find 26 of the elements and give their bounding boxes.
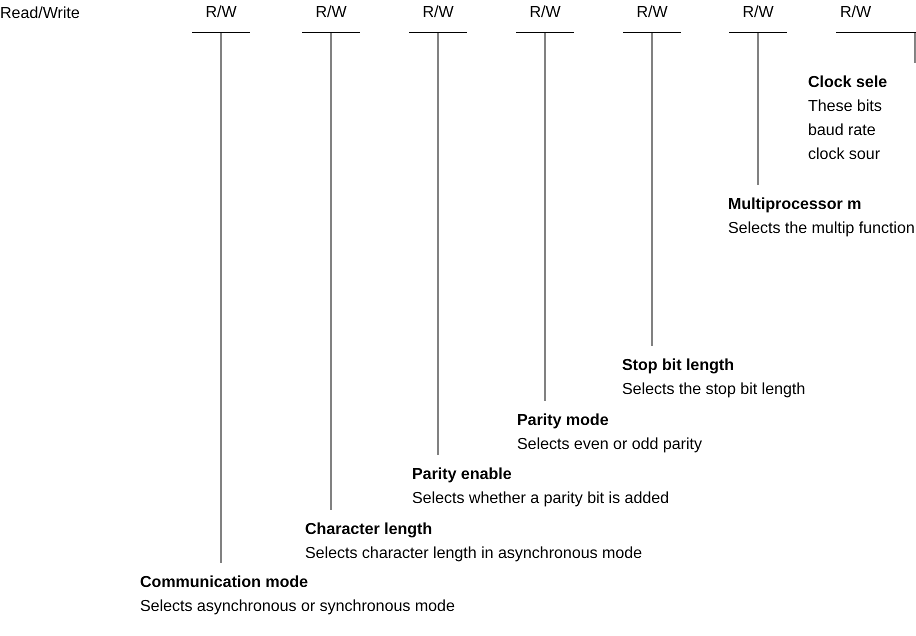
row-label: Read/Write	[0, 4, 80, 24]
field-description: Selects whether a parity bit is added	[412, 489, 670, 509]
bit-access-label: R/W	[623, 0, 681, 33]
leader-line	[544, 32, 546, 402]
field-description: Selects the stop bit length	[622, 380, 806, 400]
field-name: Stop bit length	[622, 356, 735, 376]
field-name: Multiprocessor m	[728, 195, 862, 215]
bit-access-label: R/W	[409, 0, 467, 33]
leader-line	[330, 32, 332, 510]
field-name: Communication mode	[140, 573, 310, 593]
field-name: Character length	[305, 520, 434, 540]
field-name: Parity enable	[412, 465, 513, 485]
leader-line	[220, 32, 222, 564]
field-description: Selects the multip function	[728, 219, 916, 239]
bit-access-label: R/W	[836, 0, 916, 33]
field-description: Selects character length in asynchronous mode	[305, 544, 644, 564]
bit-access-label: R/W	[516, 0, 574, 33]
bit-access-label: R/W	[302, 0, 360, 33]
leader-line	[914, 32, 916, 64]
bit-access-label: R/W	[192, 0, 250, 33]
field-name: Parity mode	[517, 411, 610, 431]
field-description: Selects even or odd parity	[517, 435, 703, 455]
field-description: Selects asynchronous or synchronous mode	[140, 597, 456, 617]
field-name: Clock sele	[808, 73, 888, 93]
bit-access-label: R/W	[729, 0, 787, 33]
field-description: These bits baud rate clock sour	[808, 97, 883, 165]
